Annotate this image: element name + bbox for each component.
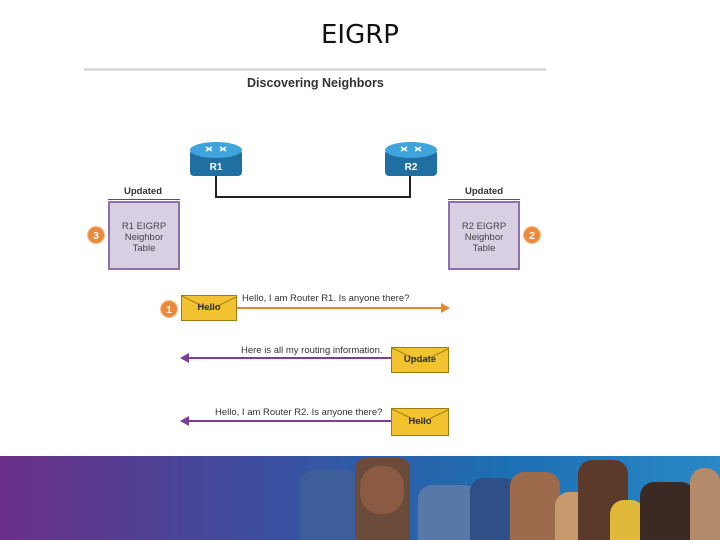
envelope-icon [392,348,448,363]
photo-person [690,468,720,540]
table-line: Table [132,243,156,254]
step-badge-3: 3 [87,226,105,244]
photo-person [610,500,645,540]
left-table-status: Updated [124,186,162,197]
router-r1: R1 [188,140,244,180]
router-icon [385,142,437,176]
footer-banner [0,456,720,540]
update-packet: Update [391,347,449,373]
message-text: Here is all my routing information. [241,345,383,356]
table-line: Table [472,243,496,254]
message-text: Hello, I am Router R2. Is anyone there? [215,407,383,418]
arrow-right-icon [237,303,450,313]
figure-title: Discovering Neighbors [247,76,384,90]
envelope-icon [182,296,236,311]
table-line: Neighbor [124,232,164,243]
left-table-rule [108,199,180,200]
photo-person [640,482,695,540]
arrow-left-icon [180,353,391,363]
photo-person [418,485,478,540]
hello-packet: Hello [391,408,449,436]
table-line: R1 EIGRP [121,221,167,232]
table-line: Neighbor [464,232,504,243]
hello-packet: Hello [181,295,237,321]
r2-neighbor-table: R2 EIGRP Neighbor Table [448,201,520,270]
message-text: Hello, I am Router R1. Is anyone there? [242,293,410,304]
slide-title: EIGRP [321,20,399,50]
photo-person [510,472,560,540]
right-table-rule [448,199,520,200]
router-link [215,176,411,198]
router-r2-label: R2 [404,162,418,173]
step-badge-2: 2 [523,226,541,244]
right-table-status: Updated [465,186,503,197]
router-icon [190,142,242,176]
router-r2: R2 [383,140,439,180]
photo-face [360,466,404,514]
packet-label: Hello [197,302,221,313]
step-badge-1: 1 [160,300,178,318]
packet-label: Update [403,354,437,365]
arrow-left-icon [180,416,391,426]
r1-neighbor-table: R1 EIGRP Neighbor Table [108,201,180,270]
table-line: R2 EIGRP [461,221,507,232]
photo-person [300,470,360,540]
router-r1-label: R1 [209,162,223,173]
packet-label: Hello [408,416,432,427]
envelope-icon [392,409,448,424]
figure-top-rule [84,68,546,71]
